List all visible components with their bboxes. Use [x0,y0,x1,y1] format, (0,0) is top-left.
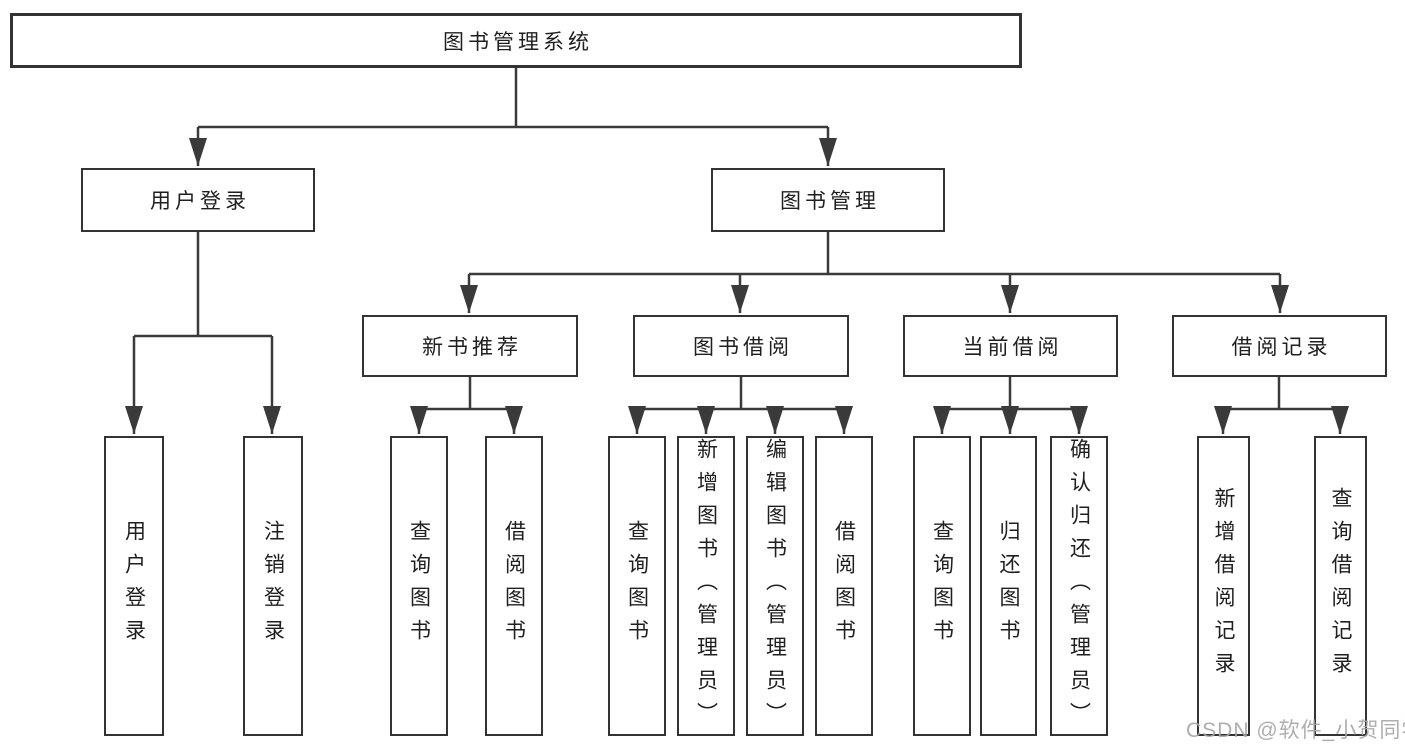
node-library-management-system: 图书管理系统 [10,13,1022,68]
leaf-label: 归还图书 [997,520,1020,652]
leaf-borrow-books-2: 借阅图书 [815,436,873,736]
leaf-return-books: 归还图书 [980,436,1037,736]
leaf-label: 查询图书 [625,520,649,652]
node-current-borrowing: 当前借阅 [903,315,1118,377]
leaf-label: 编辑图书（管理员） [763,437,787,735]
leaf-query-books-1: 查询图书 [390,436,448,736]
node-book-management: 图书管理 [711,168,945,232]
leaf-label: 查询借阅记录 [1329,487,1352,685]
node-user-login: 用户登录 [81,168,315,232]
leaf-borrow-books-1: 借阅图书 [485,436,543,736]
leaf-label: 查询图书 [407,520,431,652]
leaf-label: 查询图书 [930,520,954,652]
leaf-query-books-2: 查询图书 [608,436,666,736]
leaf-label: 借阅图书 [832,520,856,652]
leaf-add-books-admin: 新增图书（管理员） [677,436,735,736]
leaf-confirm-return-admin: 确认归还（管理员） [1050,436,1108,736]
node-borrowing-records: 借阅记录 [1172,315,1387,377]
leaf-user-login: 用户登录 [104,436,164,736]
leaf-query-borrow-record: 查询借阅记录 [1314,436,1367,736]
csdn-watermark: CSDN @软件_小贺同学 [1186,719,1405,742]
leaf-query-books-3: 查询图书 [913,436,971,736]
leaf-logout: 注销登录 [243,436,303,736]
leaf-label: 注销登录 [261,520,285,652]
leaf-edit-books-admin: 编辑图书（管理员） [746,436,804,736]
leaf-label: 确认归还（管理员） [1067,437,1091,735]
leaf-label: 新增借阅记录 [1212,487,1235,685]
node-new-book-recommend: 新书推荐 [362,315,578,377]
leaf-add-borrow-record: 新增借阅记录 [1197,436,1250,736]
leaf-label: 新增图书（管理员） [694,437,718,735]
leaf-label: 借阅图书 [502,520,526,652]
node-book-borrowing: 图书借阅 [633,315,849,377]
leaf-label: 用户登录 [122,520,146,652]
